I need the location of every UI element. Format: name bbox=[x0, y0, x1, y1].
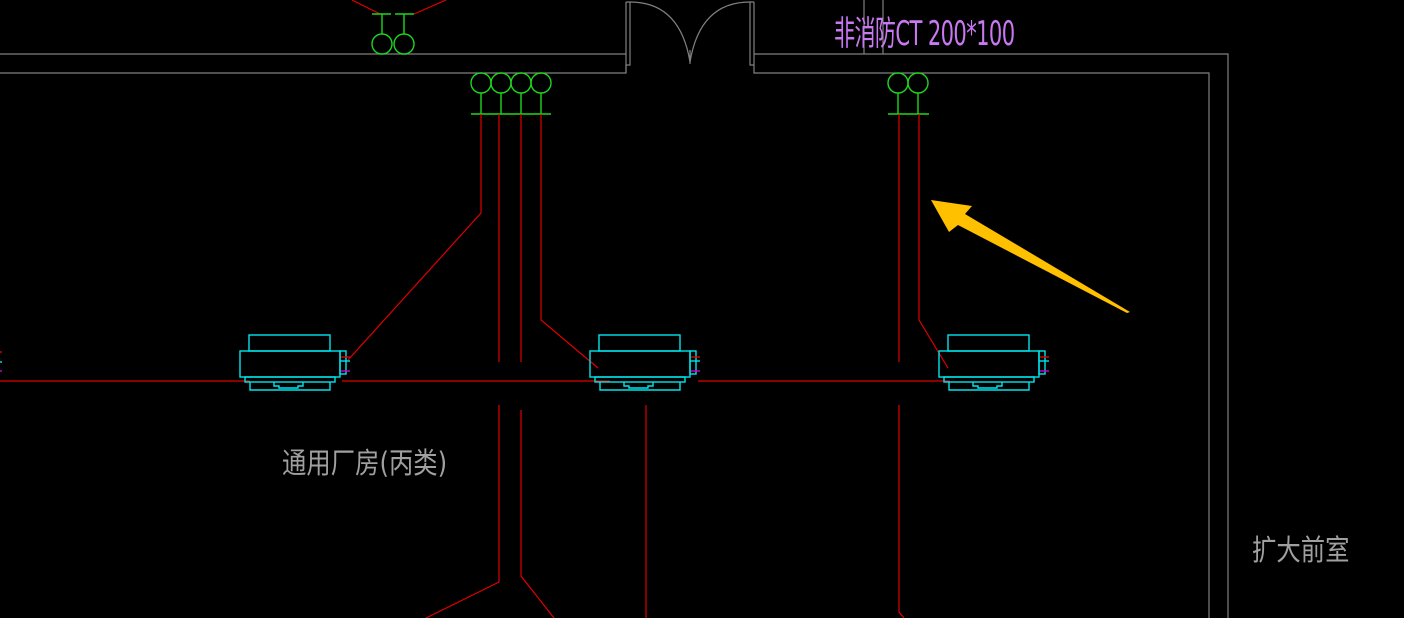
fan-coil-unit-2 bbox=[589, 334, 700, 391]
terminal-group-right bbox=[887, 72, 929, 115]
walls bbox=[0, 0, 1229, 618]
room-label-main: 通用厂房(丙类) bbox=[282, 446, 448, 480]
door-swing-left bbox=[629, 1, 691, 63]
fan-coil-unit-3 bbox=[938, 334, 1049, 391]
room-label-right: 扩大前室 bbox=[1252, 533, 1350, 567]
terminal-group-center bbox=[470, 72, 552, 115]
cable-tray-label: 非消防CT 200*100 bbox=[834, 14, 1015, 54]
fan-coil-unit-1 bbox=[239, 334, 350, 391]
pointer-arrow-icon bbox=[931, 200, 1130, 313]
pipes bbox=[0, 114, 950, 618]
left-edge-fragment bbox=[0, 351, 2, 372]
terminal-group-top bbox=[351, 0, 447, 55]
door-swing-right bbox=[689, 1, 751, 63]
